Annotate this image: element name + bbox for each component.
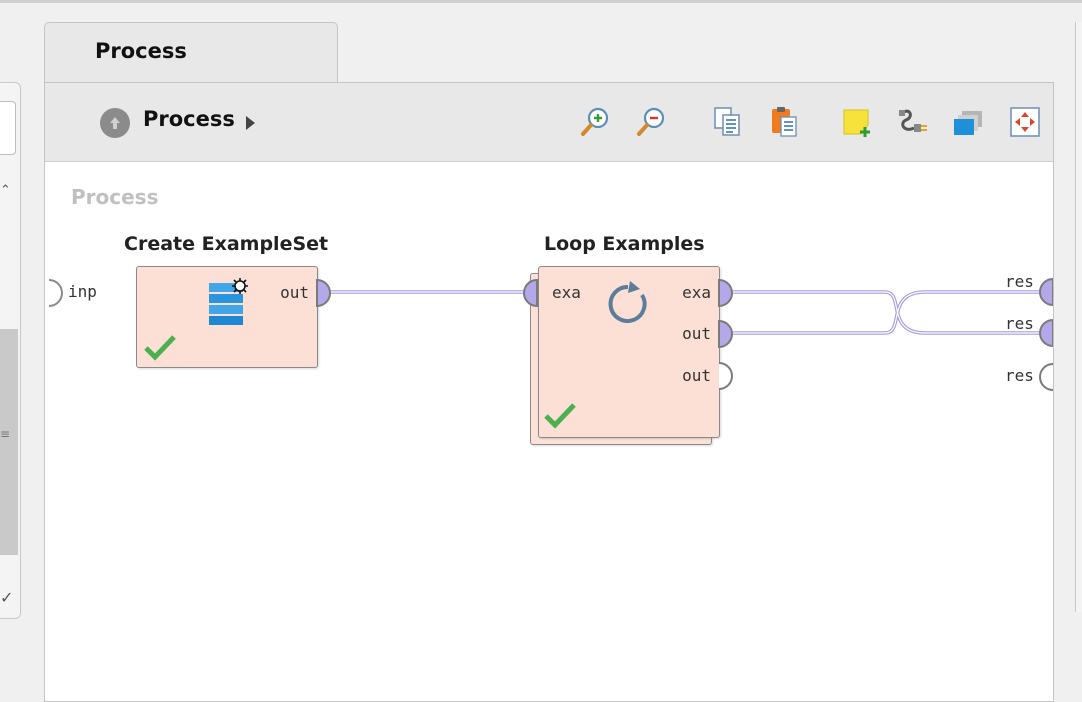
process-input-port[interactable] (45, 278, 65, 308)
canvas-title: Process (71, 185, 159, 209)
result-port-3-label: res (1005, 366, 1034, 385)
loop-examples-operator[interactable]: exa exa out out (538, 266, 720, 438)
result-port-1[interactable] (1039, 277, 1053, 307)
loop-icon (608, 281, 647, 323)
loop-out3-port[interactable] (717, 361, 733, 391)
database-icon (209, 278, 248, 325)
loop-out3-port-label: out (682, 366, 711, 385)
zoom-out-icon[interactable] (634, 105, 668, 139)
checkmark-icon (544, 403, 576, 429)
result-port-3[interactable] (1039, 362, 1053, 392)
process-input-port-label: inp (68, 282, 97, 301)
up-level-button[interactable] (100, 108, 130, 138)
fit-view-icon[interactable] (1008, 105, 1042, 139)
arrow-up-icon (110, 117, 120, 129)
process-canvas[interactable]: Process inp Create ExampleSet (45, 161, 1053, 682)
zoom-in-icon[interactable] (578, 105, 612, 139)
loop-out1-port[interactable] (717, 278, 733, 308)
breadcrumb-process[interactable]: Process (143, 107, 235, 131)
left-panel-scrollbar[interactable] (0, 329, 18, 555)
left-panel-field[interactable] (0, 101, 16, 155)
copy-icon[interactable] (711, 105, 745, 139)
breadcrumb-arrow-icon[interactable] (246, 116, 255, 130)
window-top-border (0, 0, 1082, 3)
loop-in-port[interactable] (523, 278, 539, 308)
tab-label: Process (95, 39, 187, 63)
connection-wires (317, 290, 1045, 335)
tab-process[interactable]: Process (44, 22, 338, 82)
loop-out2-port[interactable] (717, 319, 733, 349)
auto-wire-icon[interactable] (896, 105, 930, 139)
grip-icon[interactable]: ≡ (0, 427, 11, 441)
checkmark-icon[interactable]: ✓ (0, 588, 14, 607)
left-side-panel: ⌃ ≡ ✓ (0, 82, 21, 619)
process-panel: Process (44, 82, 1054, 702)
layers-icon[interactable] (952, 105, 986, 139)
result-port-2-label: res (1005, 314, 1034, 333)
loop-out1-port-label: exa (682, 283, 711, 302)
create-exampleset-title: Create ExampleSet (124, 233, 329, 255)
create-exampleset-operator[interactable]: out (136, 266, 318, 368)
chevron-up-icon[interactable]: ⌃ (0, 183, 11, 198)
checkmark-icon (144, 335, 176, 361)
add-note-icon[interactable] (841, 105, 875, 139)
process-toolbar: Process (45, 83, 1053, 162)
loop-in-port-label: exa (552, 283, 581, 302)
create-out-port-label: out (280, 283, 309, 302)
result-port-1-label: res (1005, 272, 1034, 291)
paste-icon[interactable] (768, 105, 802, 139)
loop-examples-title: Loop Examples (544, 233, 705, 255)
right-side-panel-edge (1075, 22, 1082, 612)
result-port-2[interactable] (1039, 318, 1053, 348)
loop-out2-port-label: out (682, 324, 711, 343)
create-out-port[interactable] (315, 278, 331, 308)
